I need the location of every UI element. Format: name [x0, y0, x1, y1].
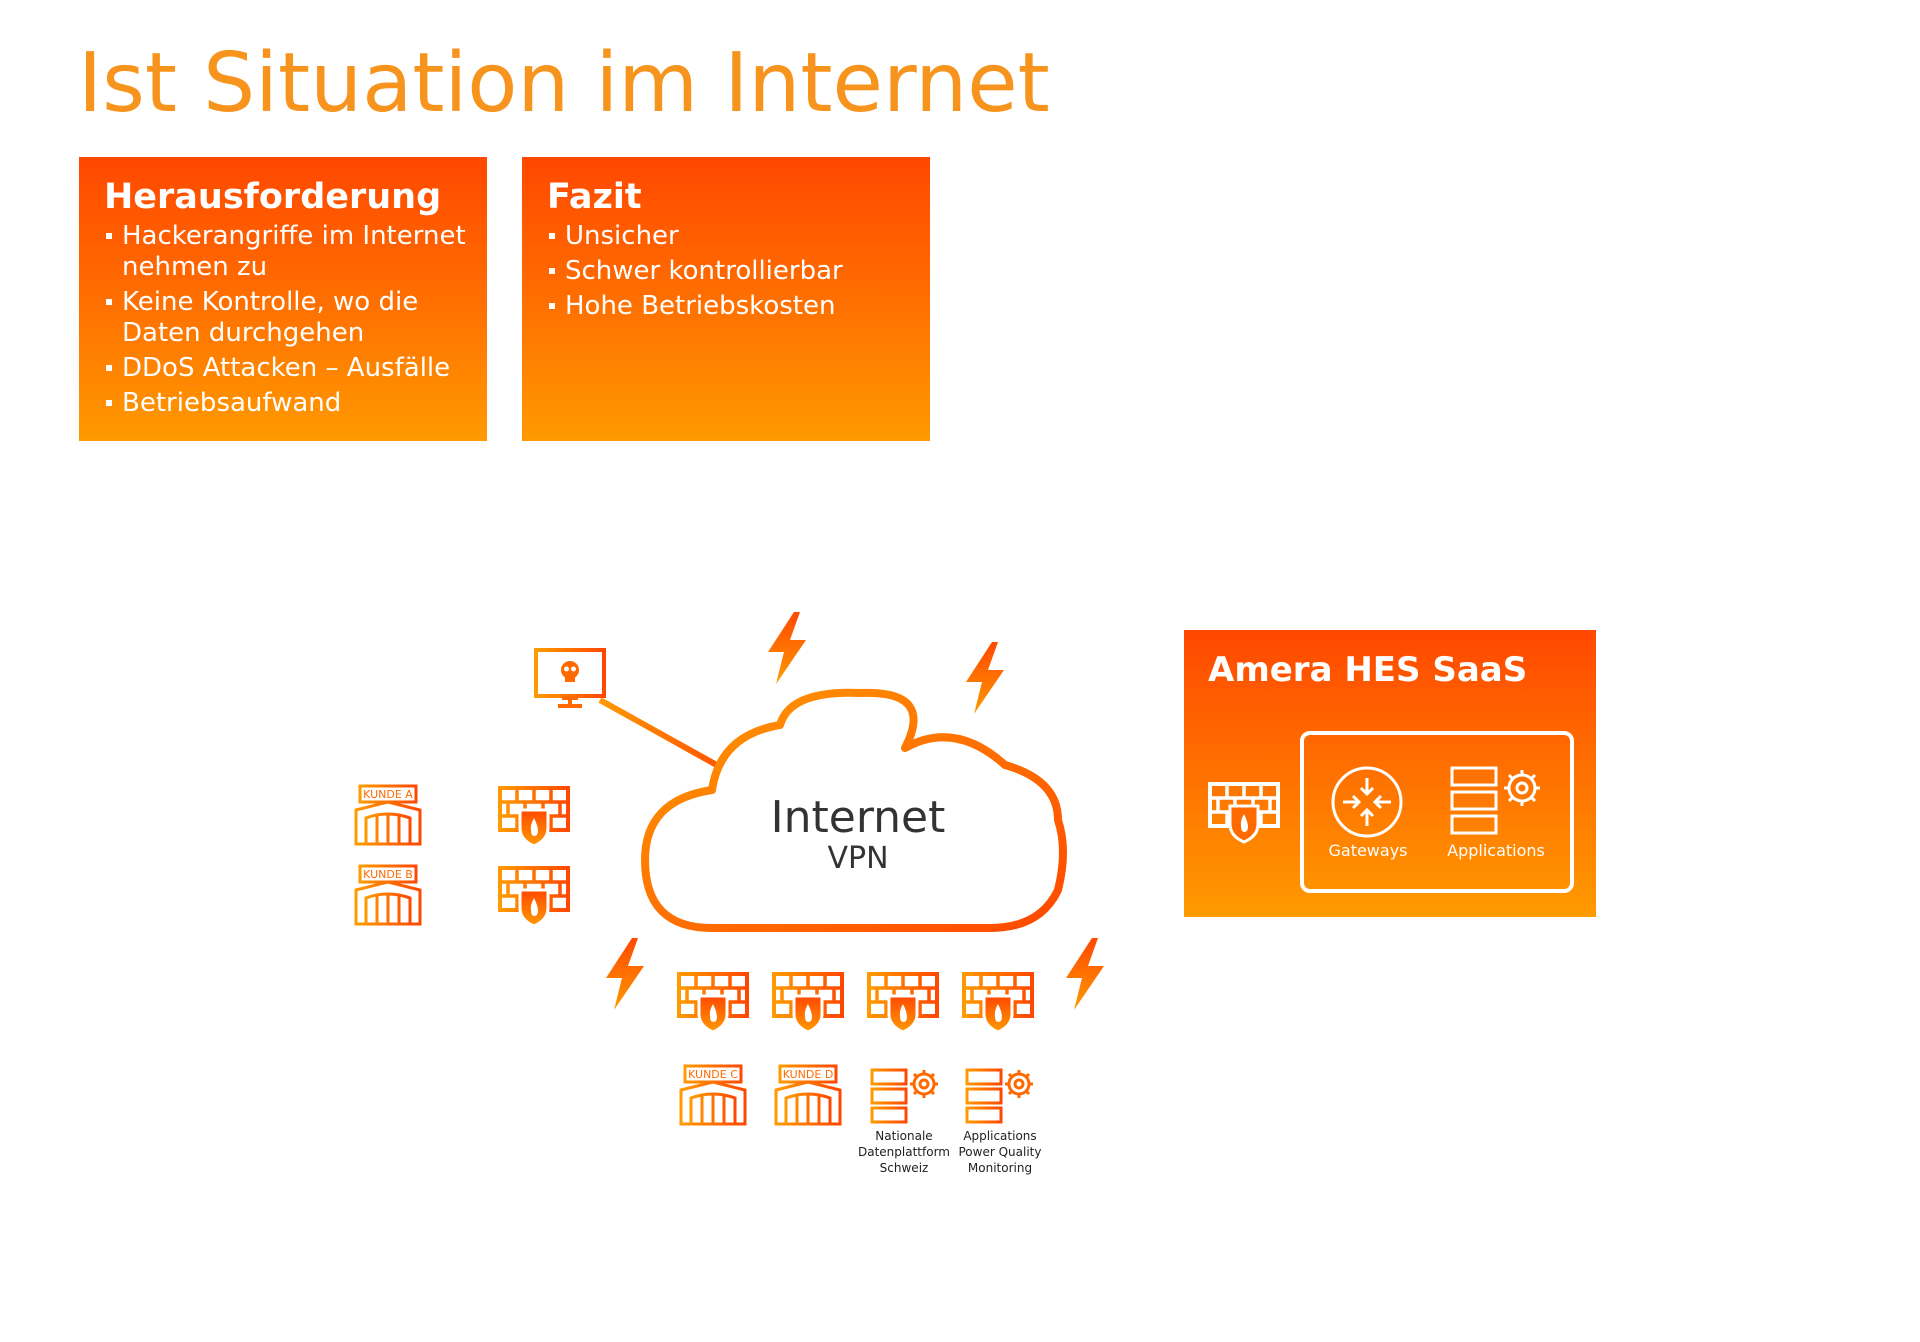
list-item: Hackerangriffe im Internet nehmen zu — [104, 221, 467, 283]
list-item: Keine Kontrolle, wo die Daten durchgehen — [104, 287, 467, 349]
firewall-icon — [677, 972, 749, 1034]
svg-text:Nationale: Nationale — [875, 1129, 932, 1143]
lightning-icon — [768, 612, 806, 684]
svg-text:Monitoring: Monitoring — [968, 1161, 1032, 1175]
firewall-icon — [962, 972, 1034, 1034]
svg-text:Datenplattform: Datenplattform — [858, 1145, 950, 1159]
svg-text:Power Quality: Power Quality — [959, 1145, 1042, 1159]
customer-b: KUNDE B — [354, 864, 422, 926]
server-gear-icon — [870, 1068, 940, 1124]
server-gear-icon — [965, 1068, 1035, 1124]
pq-monitoring-label: Applications Power Quality Monitoring — [959, 1129, 1042, 1175]
customer-b-label: KUNDE B — [363, 868, 413, 881]
customer-a: KUNDE A — [354, 784, 422, 846]
customer-a-label: KUNDE A — [363, 788, 413, 801]
svg-text:Applications: Applications — [963, 1129, 1036, 1143]
cloud-title: Internet — [771, 792, 946, 843]
list-item: Schwer kontrollierbar — [547, 256, 910, 287]
challenge-box: Herausforderung Hackerangriffe im Intern… — [79, 157, 487, 441]
svg-text:Schweiz: Schweiz — [880, 1161, 929, 1175]
firewall-icon — [1208, 782, 1280, 844]
internet-cloud — [641, 688, 1067, 932]
saas-box: Amera HES SaaS Gateways Applications — [1184, 630, 1596, 917]
gateways-label: Gateways — [1328, 841, 1407, 860]
list-item: Unsicher — [547, 221, 910, 252]
customer-d-label: KUNDE D — [783, 1068, 834, 1081]
connection-lines — [422, 697, 1176, 1065]
customer-d: KUNDE D — [774, 1064, 842, 1126]
applications-label: Applications — [1447, 841, 1545, 860]
conclusion-box: Fazit Unsicher Schwer kontrollierbar Hoh… — [522, 157, 930, 441]
list-item: Betriebsaufwand — [104, 388, 467, 419]
list-item: DDoS Attacken – Ausfälle — [104, 353, 467, 384]
page-title: Ist Situation im Internet — [78, 36, 1050, 131]
challenge-list: Hackerangriffe im Internet nehmen zu Kei… — [104, 221, 467, 419]
cloud-subtitle: VPN — [827, 841, 888, 876]
firewall-icon — [772, 972, 844, 1034]
customer-c: KUNDE C — [679, 1064, 747, 1126]
challenge-heading: Herausforderung — [104, 177, 442, 217]
list-item: Hohe Betriebskosten — [547, 291, 910, 322]
customer-c-label: KUNDE C — [688, 1068, 738, 1081]
conclusion-list: Unsicher Schwer kontrollierbar Hohe Betr… — [547, 221, 910, 322]
gateway-icon — [1331, 766, 1403, 838]
conclusion-heading: Fazit — [547, 177, 642, 217]
lightning-icon — [966, 642, 1004, 714]
saas-title: Amera HES SaaS — [1208, 650, 1527, 690]
firewall-icon — [498, 786, 570, 848]
firewall-icon — [867, 972, 939, 1034]
server-gear-icon — [1450, 766, 1540, 835]
platform-label: Nationale Datenplattform Schweiz — [858, 1129, 950, 1175]
lightning-icon — [1066, 938, 1104, 1010]
firewall-icon — [498, 866, 570, 928]
skull-monitor-icon — [534, 648, 606, 708]
lightning-icon — [606, 938, 644, 1010]
